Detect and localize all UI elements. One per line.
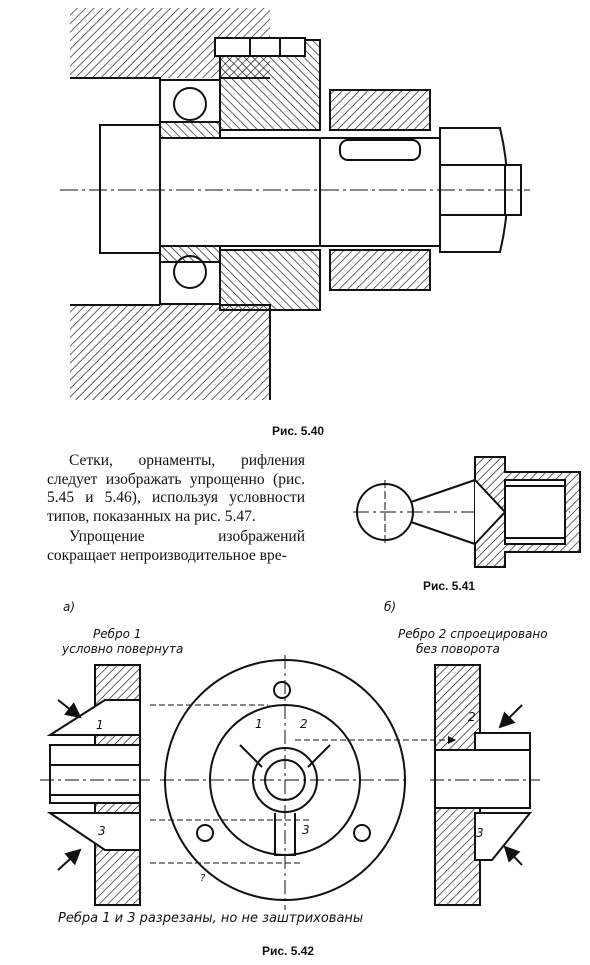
- paragraph-1: Сетки, орнаменты, рифления следует изобр…: [47, 452, 305, 525]
- right-section-view: [430, 664, 540, 906]
- rib-number-1-left: 1: [96, 718, 104, 732]
- rib-number-2-right: 2: [468, 710, 476, 724]
- figure-5-42-caption: Рис. 5.42: [262, 944, 315, 958]
- note-rib1-line2: условно повернута: [62, 642, 184, 656]
- figure-5-41-caption: Рис. 5.41: [423, 579, 476, 593]
- rib-number-3-right: 3: [476, 826, 484, 840]
- bearing-ball-top: [173, 87, 207, 121]
- rib-number-3-front: 3: [302, 823, 310, 837]
- rib-number-1-front: 1: [255, 717, 263, 731]
- note-rib2-line2: без поворота: [416, 642, 500, 656]
- paragraph-2: Упрощение изображений сокращает непроизв…: [47, 528, 305, 564]
- stray-mark: ?: [200, 873, 206, 884]
- bottom-note: Ребра 1 и 3 разрезаны, но не заштрихован…: [58, 911, 364, 926]
- label-b: б): [384, 600, 397, 614]
- note-rib1-line1: Ребро 1: [93, 627, 142, 641]
- rib-number-2-front: 2: [300, 717, 308, 731]
- body-text: Сетки, орнаменты, рифления следует изобр…: [47, 452, 305, 565]
- figure-5-40-drawing: [60, 8, 530, 400]
- left-section-view: [40, 664, 150, 906]
- figure-5-42-drawing: [40, 655, 540, 910]
- rib-number-3-left: 3: [98, 824, 106, 838]
- housing-bottom: [70, 305, 270, 400]
- figure-5-40-caption: Рис. 5.40: [272, 424, 325, 438]
- note-rib2-line1: Ребро 2 спроецировано: [398, 627, 548, 641]
- figure-5-41-drawing: [353, 456, 581, 568]
- label-a: а): [63, 600, 76, 614]
- front-view: [150, 655, 456, 910]
- shaft: [99, 124, 161, 254]
